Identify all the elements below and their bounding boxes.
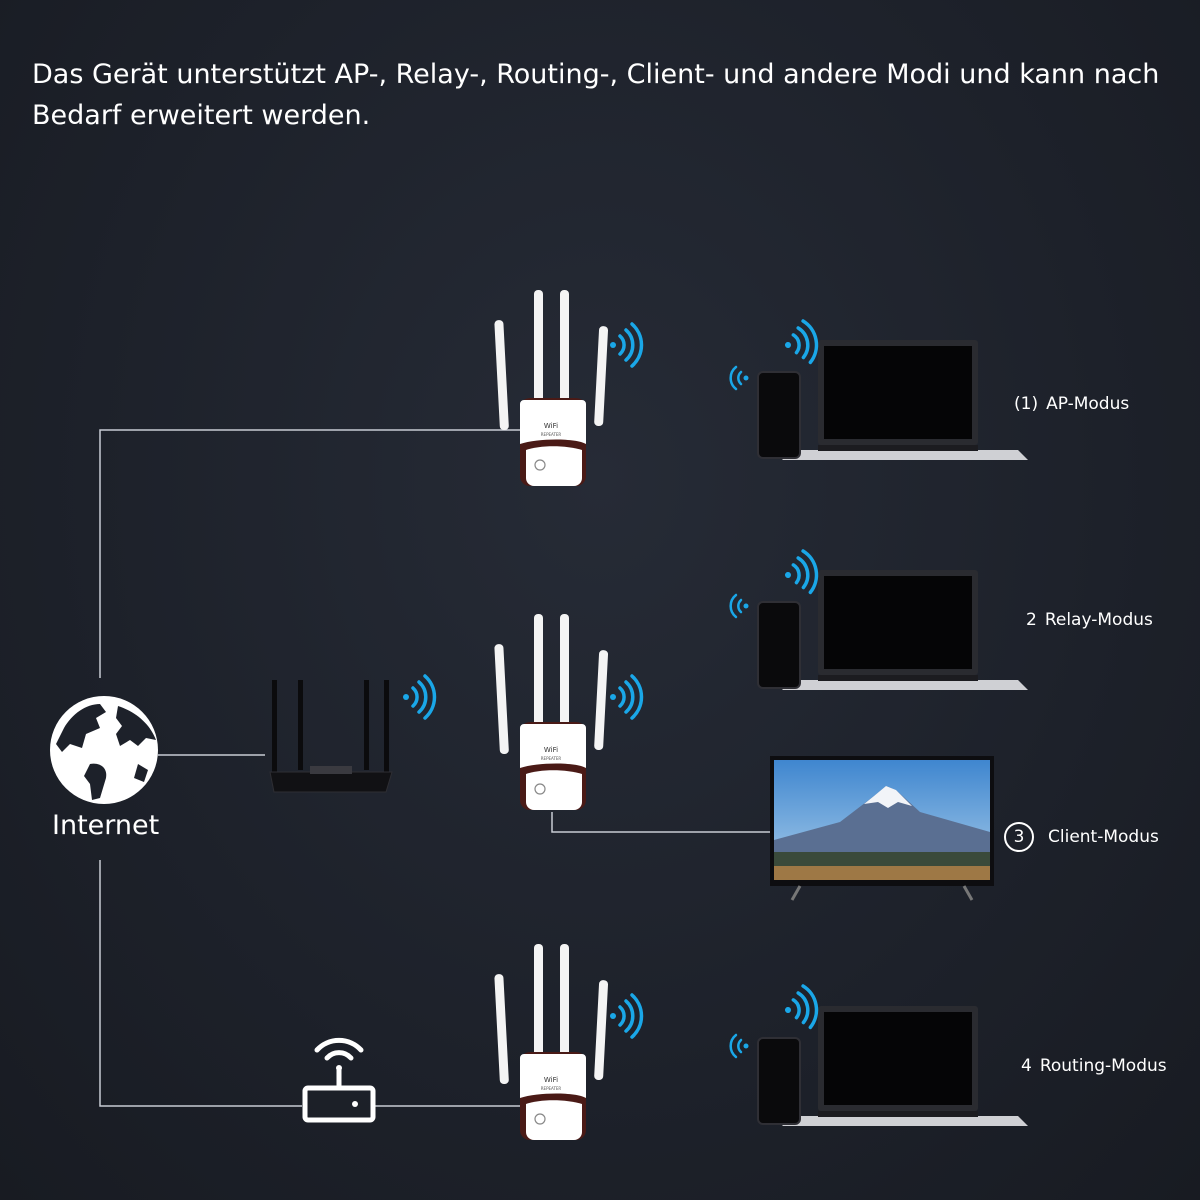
mode-label-relay: 2 Relay-Modus (1026, 610, 1153, 630)
laptop-phone-ap (757, 339, 1029, 461)
router-icon (269, 680, 393, 793)
repeater-sublabel: REPEATER (541, 432, 562, 437)
mode-name: AP-Modus (1046, 394, 1130, 414)
mode-number: 4 (1021, 1056, 1032, 1076)
repeater-device-relay (493, 613, 609, 811)
repeater-label: WiFi (544, 422, 558, 430)
laptop-phone-relay (757, 569, 1029, 691)
mode-number: 3 (1004, 822, 1034, 852)
repeater-device-ap (493, 289, 609, 487)
internet-label: Internet (52, 810, 160, 841)
mode-number: 2 (1026, 610, 1037, 630)
globe-icon (50, 696, 158, 804)
mode-name: Relay-Modus (1044, 610, 1153, 630)
tv-icon (770, 756, 994, 901)
connection-lines (99, 429, 770, 1107)
headline: Das Gerät unterstützt AP-, Relay-, Routi… (32, 59, 1160, 131)
mode-name: Client-Modus (1048, 827, 1159, 847)
repeater-sublabel: REPEATER (541, 756, 562, 761)
mode-name: Routing-Modus (1039, 1056, 1167, 1076)
mode-label-ap: (1) AP-Modus (1014, 394, 1129, 414)
mode-number: (1) (1014, 394, 1039, 414)
modem-icon (302, 1037, 376, 1123)
mode-label-routing: 4 Routing-Modus (1021, 1056, 1167, 1076)
mode-label-client: 3 Client-Modus (1004, 822, 1159, 852)
repeater-label: WiFi (544, 1076, 558, 1084)
laptop-phone-routing (757, 1005, 1029, 1127)
repeater-label: WiFi (544, 746, 558, 754)
repeater-device-routing (493, 943, 609, 1141)
repeater-sublabel: REPEATER (541, 1086, 562, 1091)
